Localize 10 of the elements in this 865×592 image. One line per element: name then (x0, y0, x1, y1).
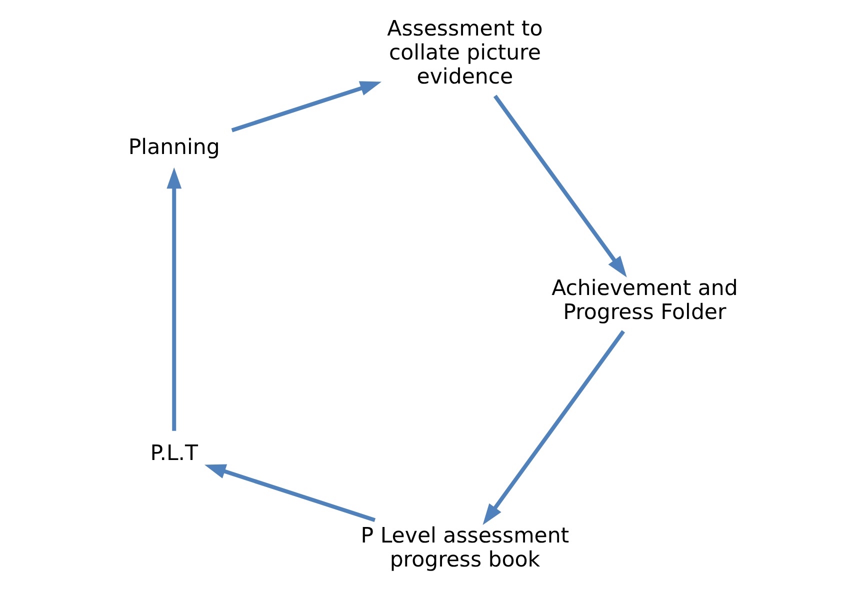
arrow (204, 464, 376, 522)
node-text: P.L.T (150, 440, 198, 466)
arrow (166, 167, 182, 431)
arrow (482, 330, 624, 525)
node-text: P Level assessment progress book (360, 523, 569, 572)
node-text: Achievement and Progress Folder (551, 276, 738, 325)
arrow (492, 94, 626, 278)
arrow (230, 81, 381, 132)
node-text: Assessment to collate picture evidence (386, 16, 542, 90)
node-text: Planning (128, 135, 220, 160)
